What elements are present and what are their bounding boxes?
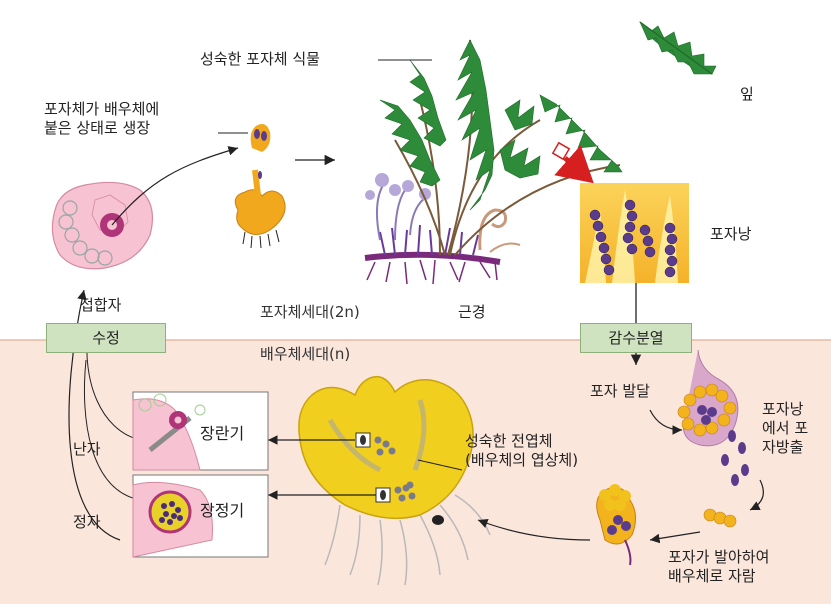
sporophyte-generation-region xyxy=(0,0,831,340)
label-sperm: 정자 xyxy=(73,513,101,531)
label-spore-germinates: 포자가 발아하여 배우체로 자람 xyxy=(668,548,770,585)
label-mature-prothallus: 성숙한 전엽체 (배우체의 엽상체) xyxy=(465,432,579,469)
spore-development-illustration xyxy=(649,349,764,511)
label-leaf: 잎 xyxy=(740,85,754,103)
label-spore-release: 포자낭 에서 포 자방출 xyxy=(762,400,809,456)
label-sporangium: 포자낭 xyxy=(710,225,752,243)
antheridium-inset xyxy=(132,474,269,558)
zygote-tissue-illustration xyxy=(51,146,239,270)
label-spore-development: 포자 발달 xyxy=(590,382,650,400)
sporangium-illustration xyxy=(580,183,689,365)
label-egg: 난자 xyxy=(73,440,101,458)
label-fertilization-box: 수정 xyxy=(46,323,166,353)
mature-fern-plant-illustration xyxy=(364,39,623,285)
germinating-spore-illustration xyxy=(477,484,737,566)
label-archegonium: 장란기 xyxy=(200,424,245,443)
leaf-detail-illustration xyxy=(639,21,717,75)
label-gametophyte-generation: 배우체세대(n) xyxy=(260,345,351,363)
label-meiosis-box: 감수분열 xyxy=(580,323,692,353)
label-rhizome: 근경 xyxy=(458,303,486,321)
label-sporophyte-generation: 포자체세대(2n) xyxy=(260,303,360,321)
label-antheridium: 장정기 xyxy=(200,501,245,520)
label-sporophyte-grows: 포자체가 배우체에 붙은 상태로 생장 xyxy=(44,100,160,137)
label-zygote: 접합자 xyxy=(80,296,122,314)
label-mature-sporophyte: 성숙한 포자체 식물 xyxy=(200,50,320,68)
mature-prothallus-illustration xyxy=(268,375,491,586)
archegonium-inset xyxy=(132,391,269,471)
young-sporophyte-illustration xyxy=(218,124,335,249)
